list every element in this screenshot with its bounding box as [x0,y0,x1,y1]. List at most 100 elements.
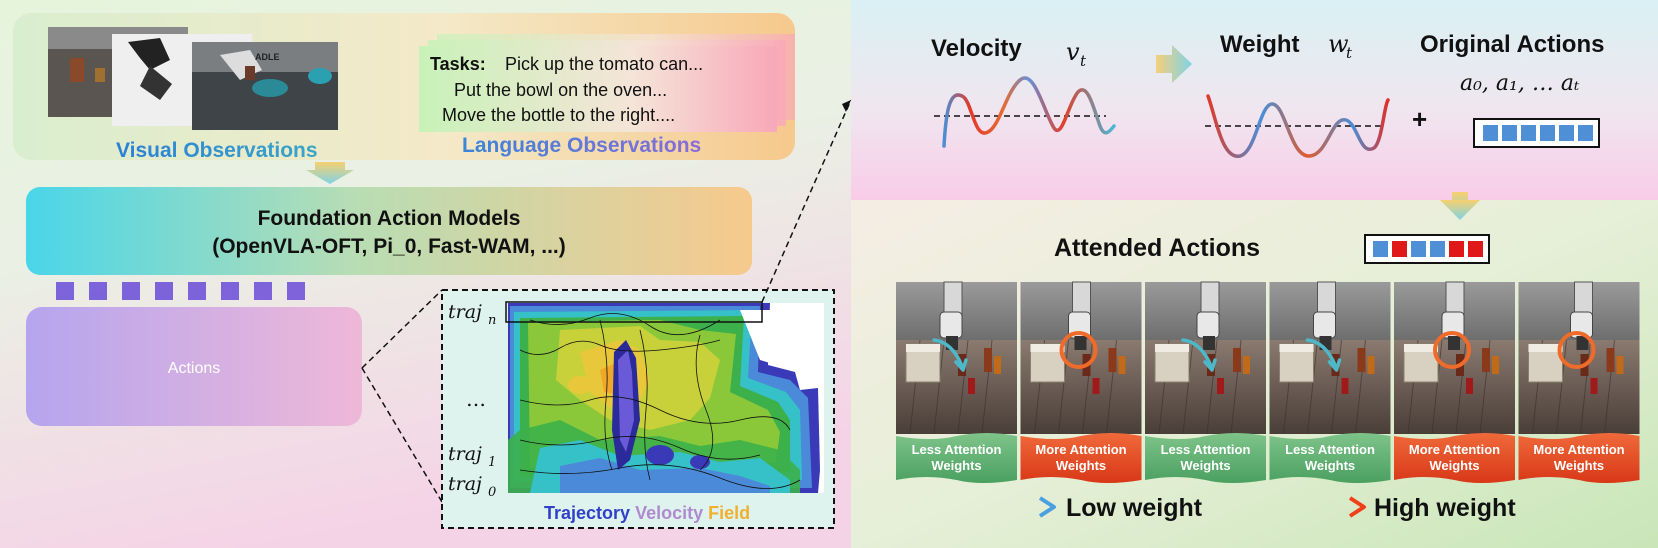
less-attention-banner [1145,433,1266,483]
foundation-models-box [26,187,752,275]
more-attention-banner [1394,433,1515,483]
high-weight-focus-circle-icon [1557,331,1596,369]
visual-observations-label: Visual Observations [116,139,318,162]
action-token [122,282,140,300]
zoom-line-to-right [761,99,852,303]
velocity-label: Velocity [931,35,1022,62]
more-attention-banner [1020,433,1142,483]
low-weight-label: Low weight [1066,494,1203,522]
traj-label-1: traj 1 [448,443,496,470]
action-token [89,282,107,300]
foundation-title: Foundation Action Models [258,207,521,230]
actions-box-label: Actions [168,360,220,377]
high-weight-focus-circle-icon [1433,331,1471,369]
action-token [155,282,173,300]
original-actions-formula: a₀, a₁, … aₜ [1460,71,1580,96]
low-weight-motion-arrow-icon [1181,338,1213,368]
action-token [56,282,74,300]
original-actions-label: Original Actions [1420,31,1604,58]
right-arrow-icon [1156,45,1192,83]
less-attention-banner [896,433,1017,483]
action-token [221,282,239,300]
svg-text:ADLE: ADLE [255,52,280,62]
action-token-row [56,282,305,300]
attended-action-blocks [1373,241,1483,257]
svg-text:traj: traj [448,473,482,495]
velocity-field-caption: Trajectory Velocity Field [544,503,750,523]
zoom-line-bottom [361,367,443,503]
weight-subscript: t [1346,44,1353,62]
actions-box [26,307,362,426]
language-observations-label: Language Observations [462,134,701,157]
down-arrow-icon [306,162,354,184]
velocity-contour [508,303,824,493]
svg-text:n: n [488,313,496,328]
zoom-arrowhead-icon [842,100,851,112]
action-block-low [1559,125,1574,141]
plus-sign: + [1412,104,1427,134]
action-block-high [1468,241,1483,257]
action-block-low [1540,125,1555,141]
traj-label-0: traj 0 [448,473,496,500]
task-line-1: Pick up the tomato can... [505,54,703,74]
more-attention-banner [1518,433,1640,483]
action-token [254,282,272,300]
low-weight-motion-arrow-icon [932,338,964,368]
action-token [188,282,206,300]
weight-label: Weight [1220,31,1300,58]
task-line-2: Put the bowl on the oven... [454,80,667,100]
action-block-high [1449,241,1464,257]
action-block-low [1373,241,1388,257]
tasks-card [419,46,777,132]
traj-ellipsis: … [466,387,486,411]
zoom-line-top [361,289,443,369]
action-token [287,282,305,300]
action-block-low [1411,241,1426,257]
task-line-3: Move the bottle to the right.... [442,105,675,125]
panel-connector-arrow-icon [1440,200,1480,220]
svg-text:1: 1 [488,455,496,470]
legend: Low weight High weight [998,494,1516,522]
tasks-heading: Tasks: [430,54,486,74]
language-task-cards [419,34,795,132]
highlighted-trajectory-box [505,301,763,323]
high-weight-label: High weight [1374,494,1516,522]
original-action-blocks [1483,125,1593,141]
action-block-low [1483,125,1498,141]
traj-label-n: traj n [448,301,496,328]
action-block-low [1521,125,1536,141]
less-attention-banner [1269,433,1391,483]
action-block-low [1430,241,1445,257]
weighting-panel [851,0,1658,200]
foundation-subtitle: (OpenVLA-OFT, Pi_0, Fast-WAM, ...) [212,235,566,258]
weight-curve [1206,94,1390,158]
high-weight-focus-circle-icon [1059,331,1098,369]
action-block-low [1578,125,1593,141]
svg-text:0: 0 [488,485,496,500]
svg-text:traj: traj [448,443,482,465]
velocity-curve [942,76,1116,148]
visual-observation-images: ADLE [48,27,338,130]
action-block-high [1392,241,1407,257]
svg-text:traj: traj [448,301,482,323]
velocity-symbol: v [1066,38,1080,66]
attended-actions-label: Attended Actions [1054,234,1260,262]
weight-symbol: w [1328,30,1349,58]
action-block-low [1502,125,1517,141]
velocity-subscript: t [1080,52,1087,70]
